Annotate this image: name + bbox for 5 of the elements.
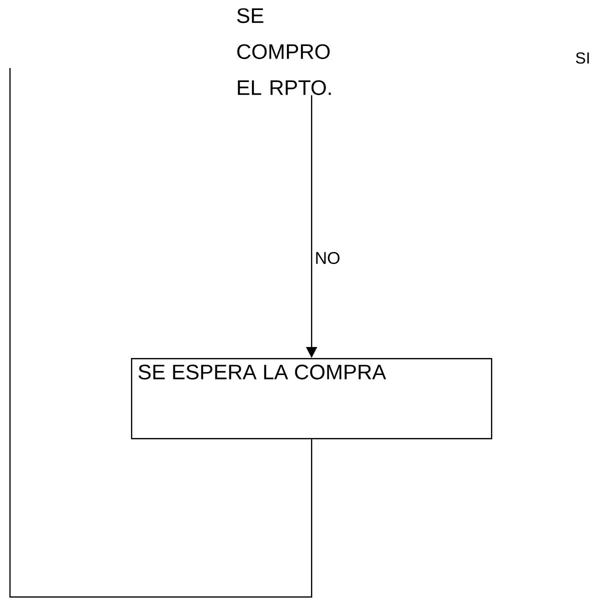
branch-label: SI <box>576 52 589 64</box>
process-box: SE ESPERA LA COMPRA <box>131 358 492 440</box>
decision-text: SE COMPRO EL RPTO. <box>237 8 331 96</box>
edge-label: NO <box>314 250 342 266</box>
connector-line <box>9 68 312 598</box>
